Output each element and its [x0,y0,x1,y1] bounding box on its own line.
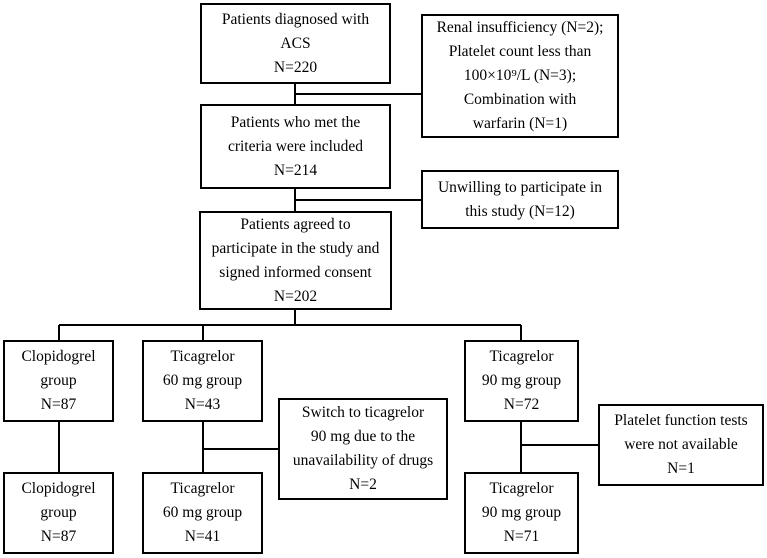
box-line: 90 mg due to the [310,428,416,445]
box-line: N=202 [273,287,318,305]
box-line: this study (N=12) [465,202,575,220]
box-line: Switch to ticagrelor [301,404,425,421]
box-line: N=87 [40,528,77,545]
box-line: Ticagrelor [489,480,554,497]
box-clopidogrel-group-bottom: Clopidogrel group N=87 [3,472,114,554]
box-ticagrelor-90-group-top: Ticagrelor 90 mg group N=72 [464,340,579,422]
box-line: Combination with [463,91,577,108]
box-line: Patients diagnosed with [221,10,370,28]
box-unwilling: Unwilling to participate in this study (… [421,170,619,229]
box-line: Unwilling to participate in [437,178,602,196]
box-line: warfarin (N=1) [472,115,568,132]
box-line: Patients who met the [230,113,361,131]
box-ticagrelor-60-group-top: Ticagrelor 60 mg group N=43 [142,340,263,422]
box-ticagrelor-60-group-bottom: Ticagrelor 60 mg group N=41 [142,472,263,554]
box-line: group [40,504,77,521]
box-line: unavailability of drugs [292,452,434,469]
box-line: N=214 [273,161,318,179]
box-line: 90 mg group [481,372,562,389]
box-line: signed informed consent [219,263,372,281]
box-line: were not available [624,436,738,453]
box-line: Ticagrelor [170,348,235,365]
box-patients-diagnosed: Patients diagnosed with ACS N=220 [200,3,391,84]
box-clopidogrel-group-top: Clopidogrel group N=87 [3,340,114,422]
box-line: participate in the study and [211,239,380,257]
box-line: Clopidogrel [21,348,96,365]
box-line: 60 mg group [162,504,243,521]
box-line: N=71 [503,528,540,545]
box-line: N=1 [667,460,695,477]
box-line: N=41 [184,528,221,545]
box-line: Renal insufficiency (N=2); [436,19,604,36]
box-line: N=2 [349,476,377,493]
box-line: Platelet count less than [448,43,592,60]
box-patients-included: Patients who met the criteria were inclu… [200,104,391,189]
box-line: group [40,372,77,389]
box-exclusion-criteria: Renal insufficiency (N=2); Platelet coun… [421,14,619,138]
box-line: Patients agreed to [240,215,351,233]
box-line: N=43 [184,396,221,413]
box-line: criteria were included [227,137,364,155]
box-line: N=87 [40,396,77,413]
box-line: ACS [280,34,311,52]
box-line: N=72 [503,396,540,413]
box-line: Ticagrelor [170,480,235,497]
box-line: Clopidogrel [21,480,96,497]
box-patients-agreed: Patients agreed to participate in the st… [199,211,392,310]
box-ticagrelor-90-group-bottom: Ticagrelor 90 mg group N=71 [464,472,579,554]
box-line: Ticagrelor [489,348,554,365]
box-line: 100×10⁹/L (N=3); [463,67,577,84]
box-line: 60 mg group [162,372,243,389]
box-line: 90 mg group [481,504,562,521]
box-switch-to-ticagrelor-90: Switch to ticagrelor 90 mg due to the un… [278,398,448,500]
box-line: Platelet function tests [614,412,748,429]
box-platelet-tests-unavailable: Platelet function tests were not availab… [598,404,764,486]
box-line: N=220 [273,58,318,76]
